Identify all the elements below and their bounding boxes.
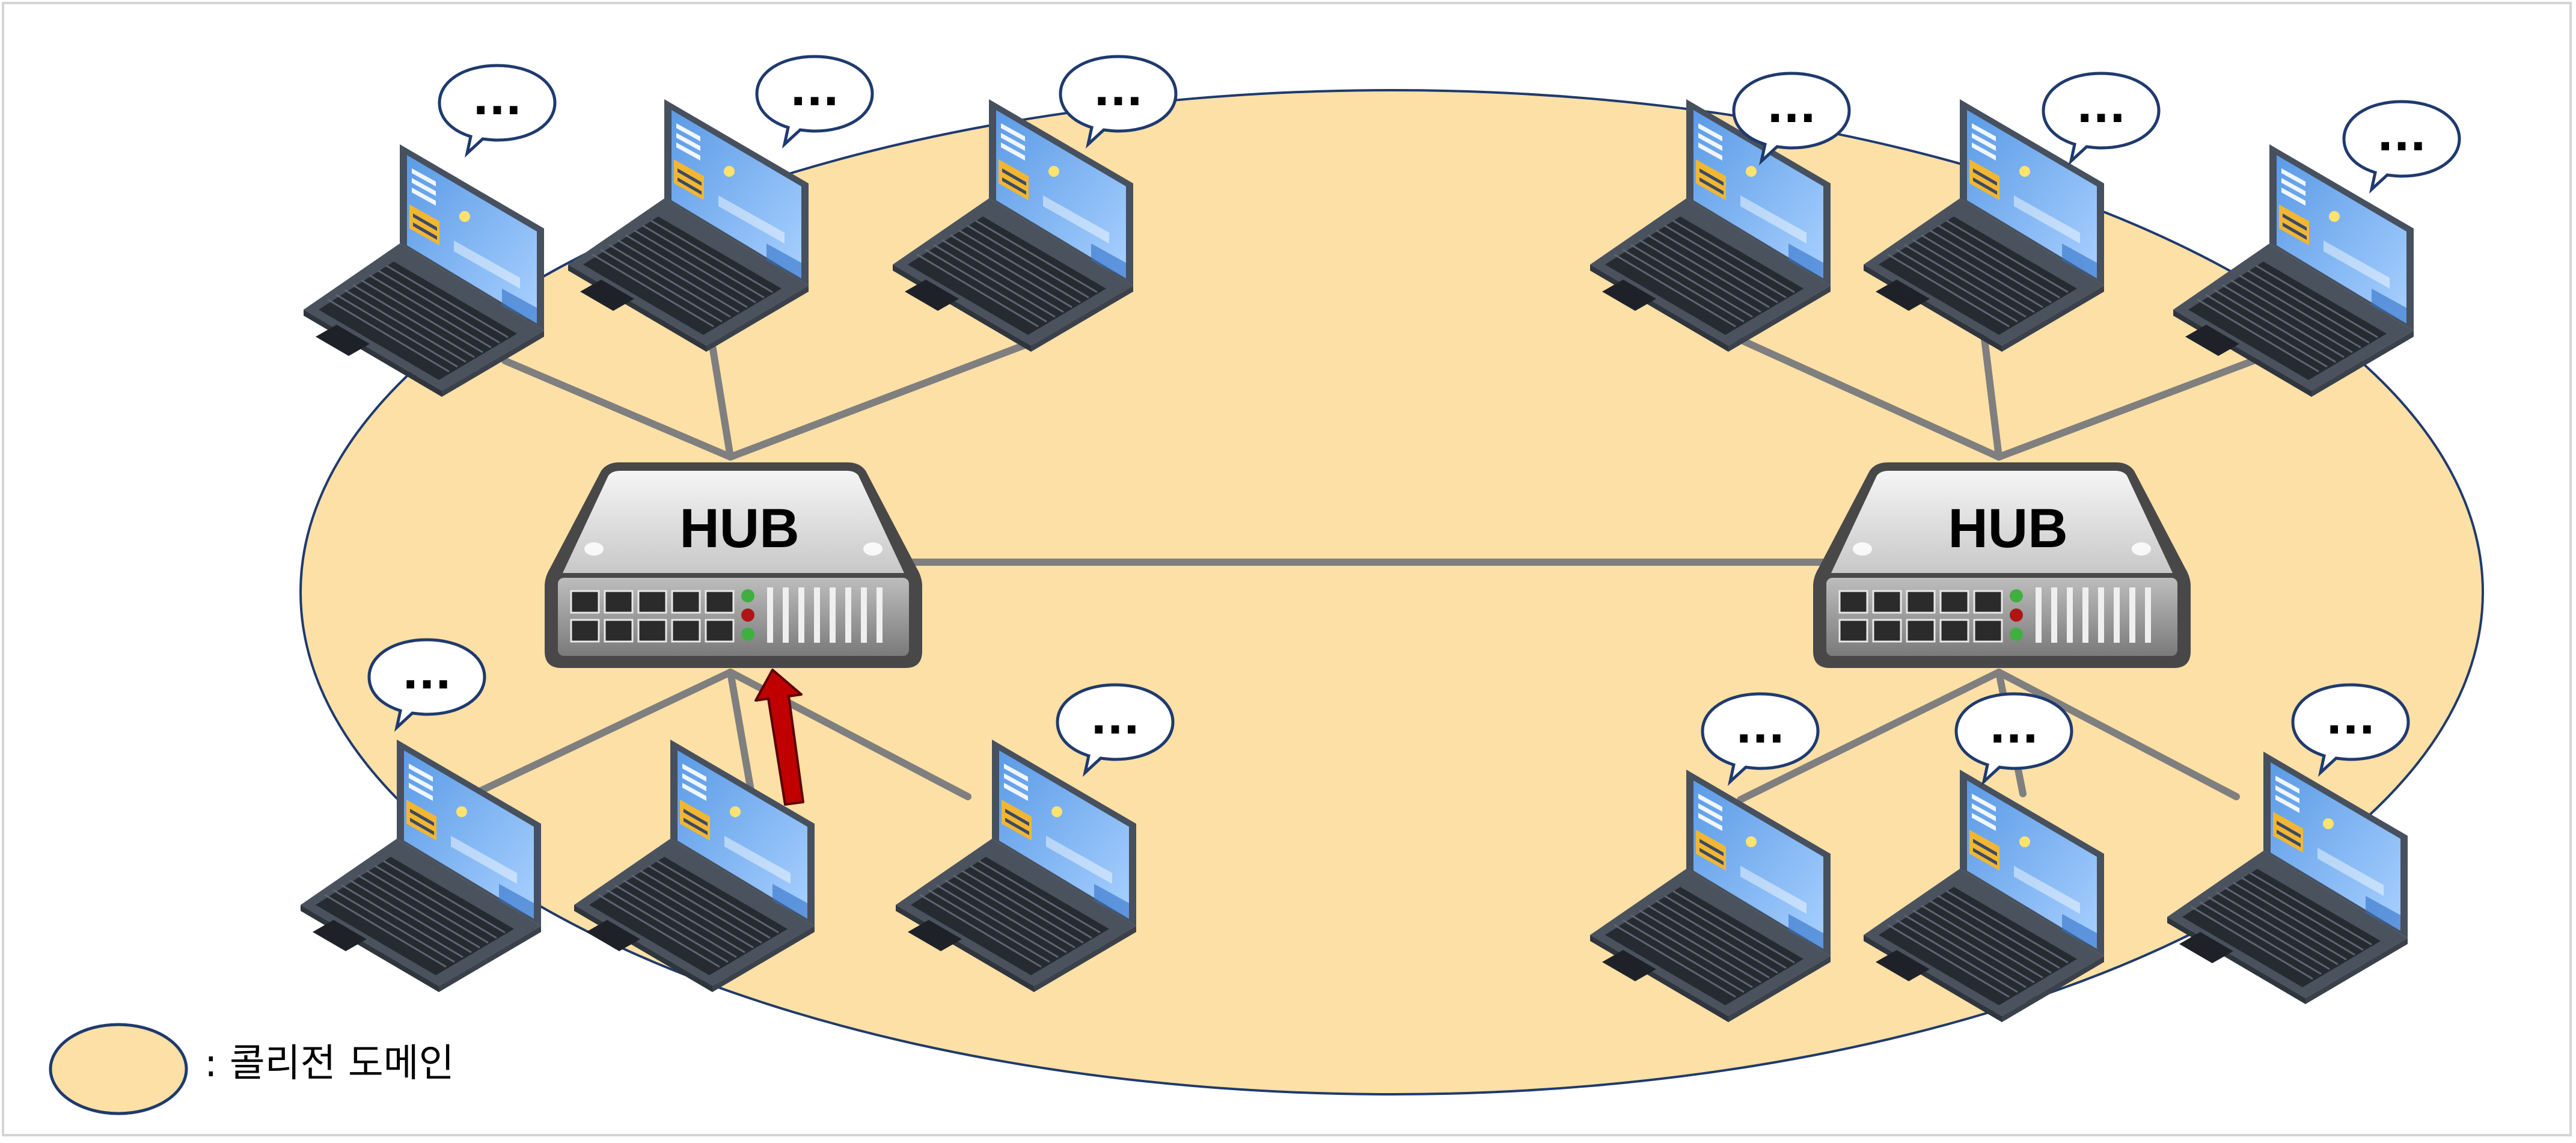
cable xyxy=(1995,351,2273,461)
hub-right: HUB xyxy=(1812,461,2192,669)
bubble-text: ... xyxy=(402,648,451,699)
speech-bubble-icon: ... xyxy=(369,640,485,728)
speech-bubble-icon: ... xyxy=(1057,685,1173,773)
legend-swatch xyxy=(49,1023,188,1115)
bubble-text: ... xyxy=(1091,693,1140,744)
speech-bubble-icon: ... xyxy=(757,57,872,144)
hub-icon xyxy=(543,461,923,669)
bubble-text: ... xyxy=(1767,82,1816,132)
speech-bubble-icon: ... xyxy=(439,66,555,153)
speech-bubble-icon: ... xyxy=(1060,57,1176,144)
bubble-text: ... xyxy=(2377,110,2426,161)
legend: : 콜리전 도메인 xyxy=(49,1023,454,1115)
bubble-text: ... xyxy=(473,74,522,124)
hub-left: HUB xyxy=(543,461,923,669)
speech-bubble-icon: ... xyxy=(1734,73,1849,161)
bubble-text: ... xyxy=(2326,693,2375,744)
cable xyxy=(501,357,734,461)
speech-bubbles: ... ... ... ... ... ... ... ... ... ... … xyxy=(369,57,2459,782)
cable xyxy=(709,342,734,461)
bubble-text: ... xyxy=(790,65,839,115)
cable xyxy=(1980,330,2002,461)
cables xyxy=(477,330,2273,803)
arrow-icon xyxy=(754,669,804,806)
speech-bubble-icon: ... xyxy=(1703,694,1818,782)
speech-bubble-icon: ... xyxy=(2293,685,2408,773)
bubble-text: ... xyxy=(1094,65,1143,115)
hub-label: HUB xyxy=(1948,498,2067,559)
cable xyxy=(1737,336,2002,461)
speech-bubble-icon: ... xyxy=(2344,102,2459,189)
hub-icon xyxy=(1812,461,2192,669)
collision-domain-area xyxy=(299,89,2484,1096)
speech-bubble-icon: ... xyxy=(2043,73,2159,161)
cable xyxy=(1995,669,2240,800)
bubble-text: ... xyxy=(1989,702,2039,753)
cable xyxy=(727,339,1035,461)
bubble-text: ... xyxy=(1736,702,1785,753)
hub-label: HUB xyxy=(679,498,799,559)
cable xyxy=(727,669,755,797)
speech-bubble-icon: ... xyxy=(1956,694,2072,782)
cable xyxy=(1737,669,2002,803)
cable xyxy=(477,669,734,794)
legend-label: : 콜리전 도메인 xyxy=(204,1041,454,1086)
bubble-text: ... xyxy=(2076,82,2126,132)
